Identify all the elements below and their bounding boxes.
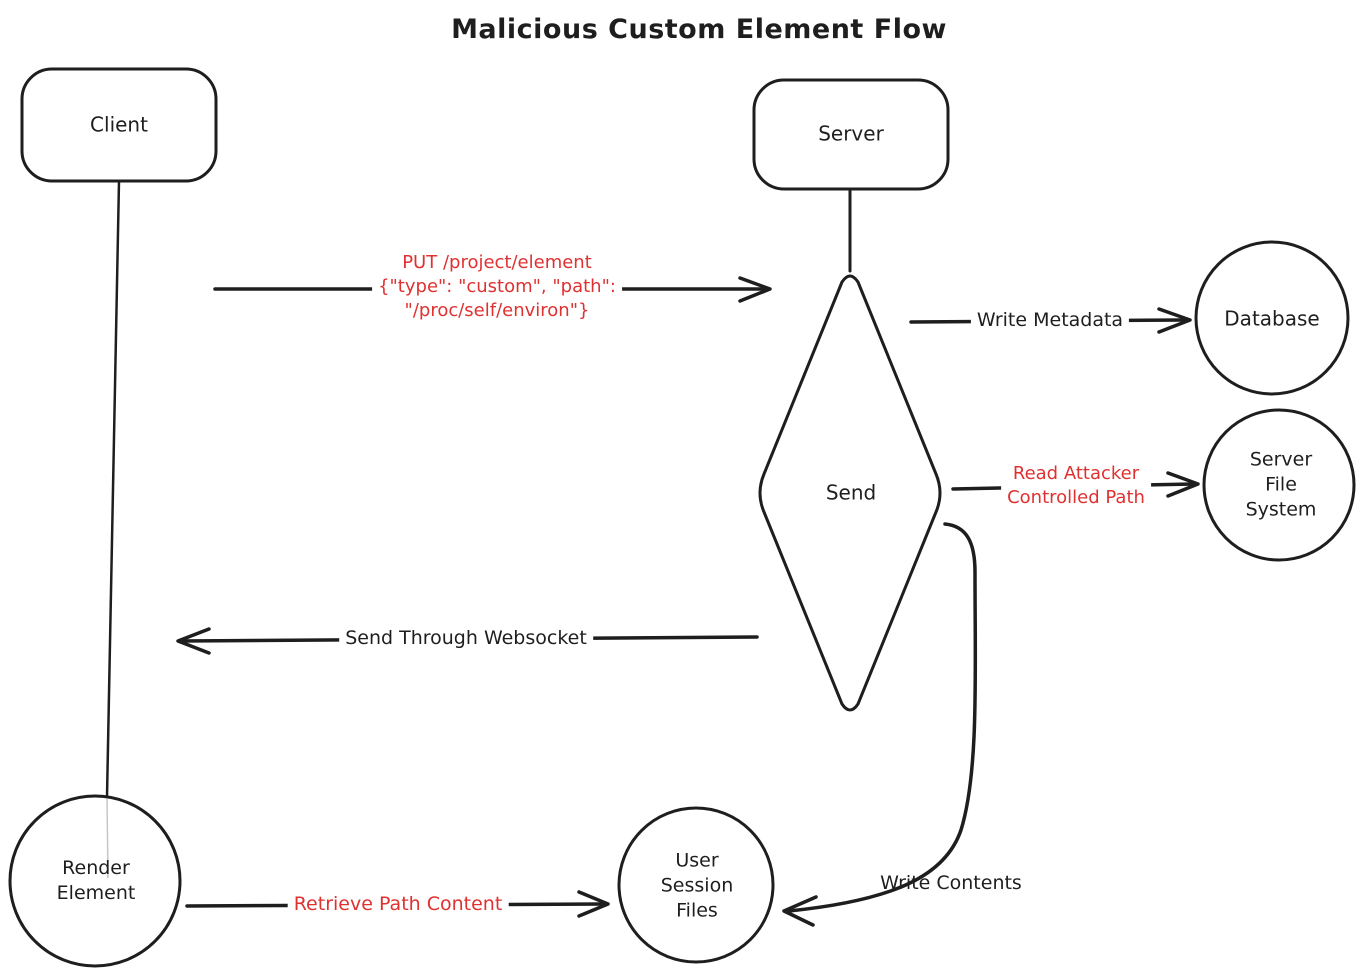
node-user-session-files-label-line: Session — [660, 874, 734, 897]
edge-label-put-project-element-line: PUT /project/element — [402, 252, 592, 273]
edge-write-metadata-arrowhead — [1157, 307, 1192, 334]
node-client-label: Client — [90, 112, 148, 137]
node-user-session-files-label-line: User — [675, 849, 719, 872]
node-user-session-files-shape — [617, 806, 775, 964]
node-server-shape — [752, 78, 950, 191]
edge-retrieve-path-content-arrowhead — [577, 890, 610, 918]
node-user-session-files-label-line: Files — [676, 899, 718, 922]
edge-send-through-websocket-arrowhead — [176, 627, 211, 655]
node-server-file-system-label-line: Server — [1249, 448, 1313, 471]
edge-label-read-attacker-line: Read Attacker — [1012, 463, 1140, 484]
edge-write-contents-arrowhead — [782, 895, 818, 927]
node-database-shape — [1194, 240, 1350, 396]
edge-write-contents-curve — [787, 522, 978, 913]
node-server-file-system-shape — [1202, 408, 1356, 562]
node-server-label: Server — [818, 121, 884, 146]
node-server-file-system-label-line: File — [1265, 473, 1297, 496]
edge-label-retrieve-path-content: Retrieve Path Content — [287, 893, 509, 917]
node-render-element-shape — [8, 794, 182, 968]
node-client-shape — [20, 67, 218, 183]
node-server-file-system-label-line: System — [1245, 498, 1317, 521]
node-send-label: Send — [825, 480, 877, 505]
node-render-element-label-line: Element — [56, 882, 136, 904]
node-render-element-label: Render Element — [57, 856, 136, 906]
edge-label-put-project-element-line: "/proc/self/environ"} — [404, 300, 590, 321]
edge-label-send-through-websocket: Send Through Websocket — [339, 627, 593, 651]
edge-label-put-project-element: PUT /project/element {"type": "custom", … — [372, 251, 622, 323]
node-database-label: Database — [1224, 306, 1320, 331]
edge-label-read-attacker-line: Controlled Path — [1007, 487, 1145, 508]
node-user-session-files-label: User Session Files — [661, 849, 734, 924]
diagram-title: Malicious Custom Element Flow — [451, 14, 947, 46]
node-send-shape — [758, 274, 942, 712]
edge-client-line-faint-continuation — [106, 798, 109, 879]
node-server-file-system-label: Server File System — [1246, 448, 1317, 523]
edge-put-project-element-arrowhead — [738, 276, 772, 303]
edge-label-put-project-element-line: {"type": "custom", "path": — [378, 276, 616, 297]
edge-label-write-metadata: Write Metadata — [970, 309, 1130, 333]
edge-read-attacker-arrowhead — [1166, 471, 1200, 498]
edge-label-read-attacker-controlled-path: Read Attacker Controlled Path — [1001, 462, 1151, 510]
node-render-element-label-line: Render — [62, 857, 130, 879]
edge-client-to-render-element-line — [105, 179, 121, 799]
edge-label-write-contents: Write Contents — [880, 872, 1022, 895]
